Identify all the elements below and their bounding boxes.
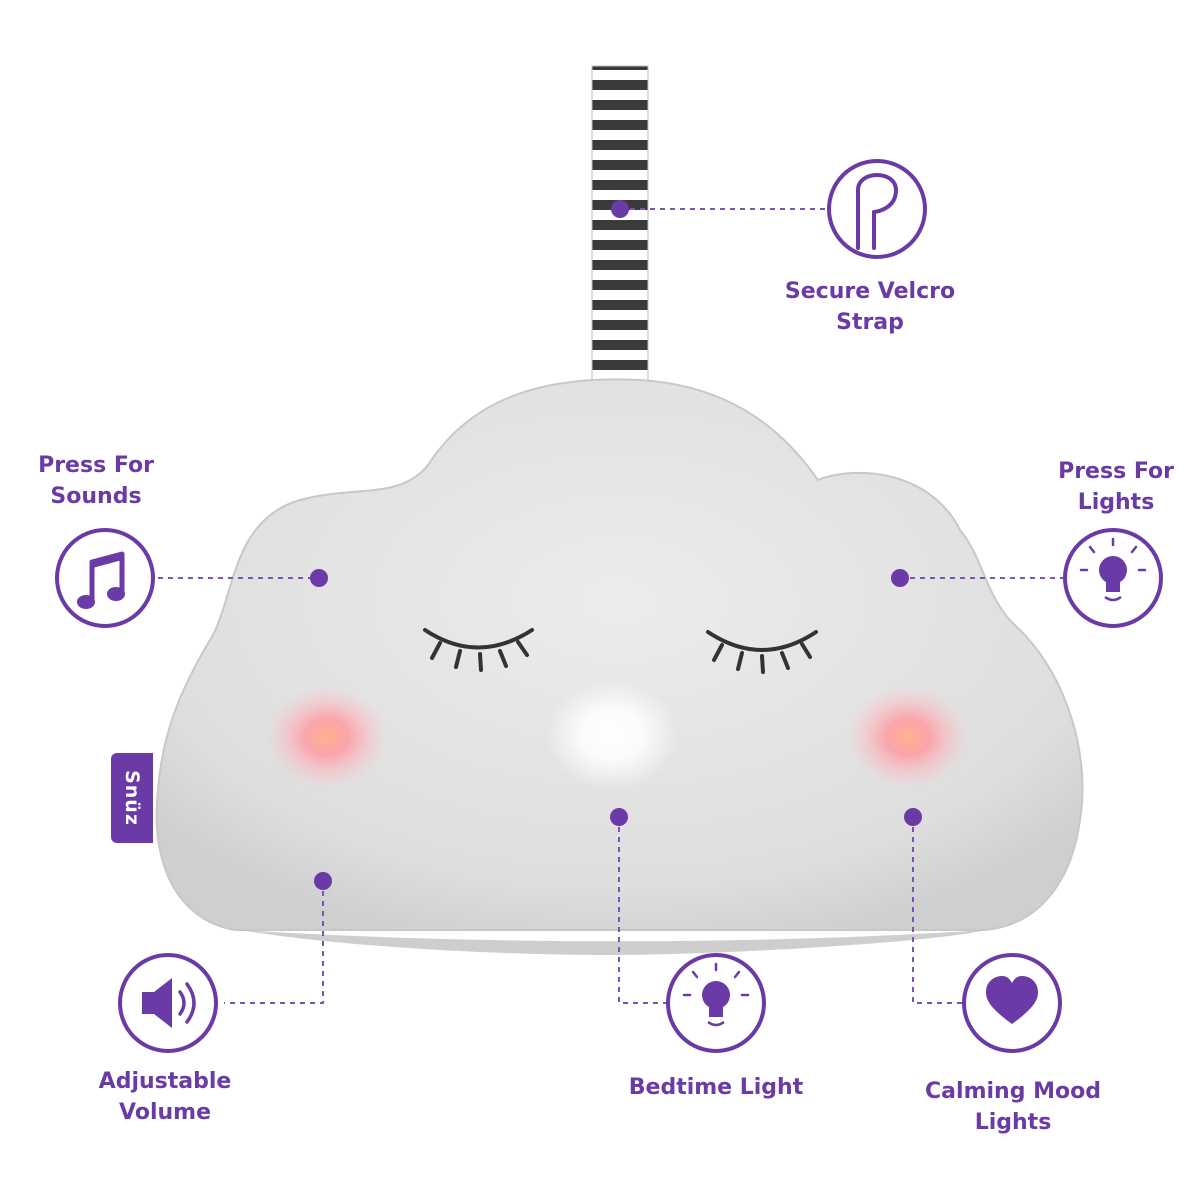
speaker-volume-icon: [118, 953, 218, 1053]
feature-label-velcro-strap: Secure Velcro Strap: [784, 279, 956, 335]
feature-label-adjustable-volume: Adjustable Volume: [98, 1069, 232, 1125]
brand-name: Snüz: [121, 770, 143, 826]
light-bulb-icon: [1063, 528, 1163, 628]
nose-glow: [546, 680, 678, 790]
feature-dots: [310, 200, 922, 890]
feature-label-press-for-sounds: Press For Sounds: [38, 453, 154, 509]
cloud-plush: [155, 378, 1084, 955]
light-bulb-icon: [666, 953, 766, 1053]
feature-label-calming-mood-lights: Calming Mood Lights: [925, 1079, 1101, 1135]
right-eye: [706, 630, 818, 652]
connector-lines: [158, 208, 1063, 1004]
brand-tag: Snüz: [111, 753, 153, 843]
heart-icon: [962, 953, 1062, 1053]
cloud-face: [423, 628, 818, 674]
feature-label-press-for-lights: Press For Lights: [1058, 459, 1174, 515]
music-note-icon: [55, 528, 155, 628]
left-eye: [423, 628, 534, 650]
velcro-strap-icon: [827, 159, 927, 259]
feature-label-bedtime-light: Bedtime Light: [628, 1075, 804, 1100]
left-cheek-glow: [265, 685, 389, 789]
velcro-strap: [591, 65, 649, 387]
right-cheek-glow: [846, 685, 970, 789]
